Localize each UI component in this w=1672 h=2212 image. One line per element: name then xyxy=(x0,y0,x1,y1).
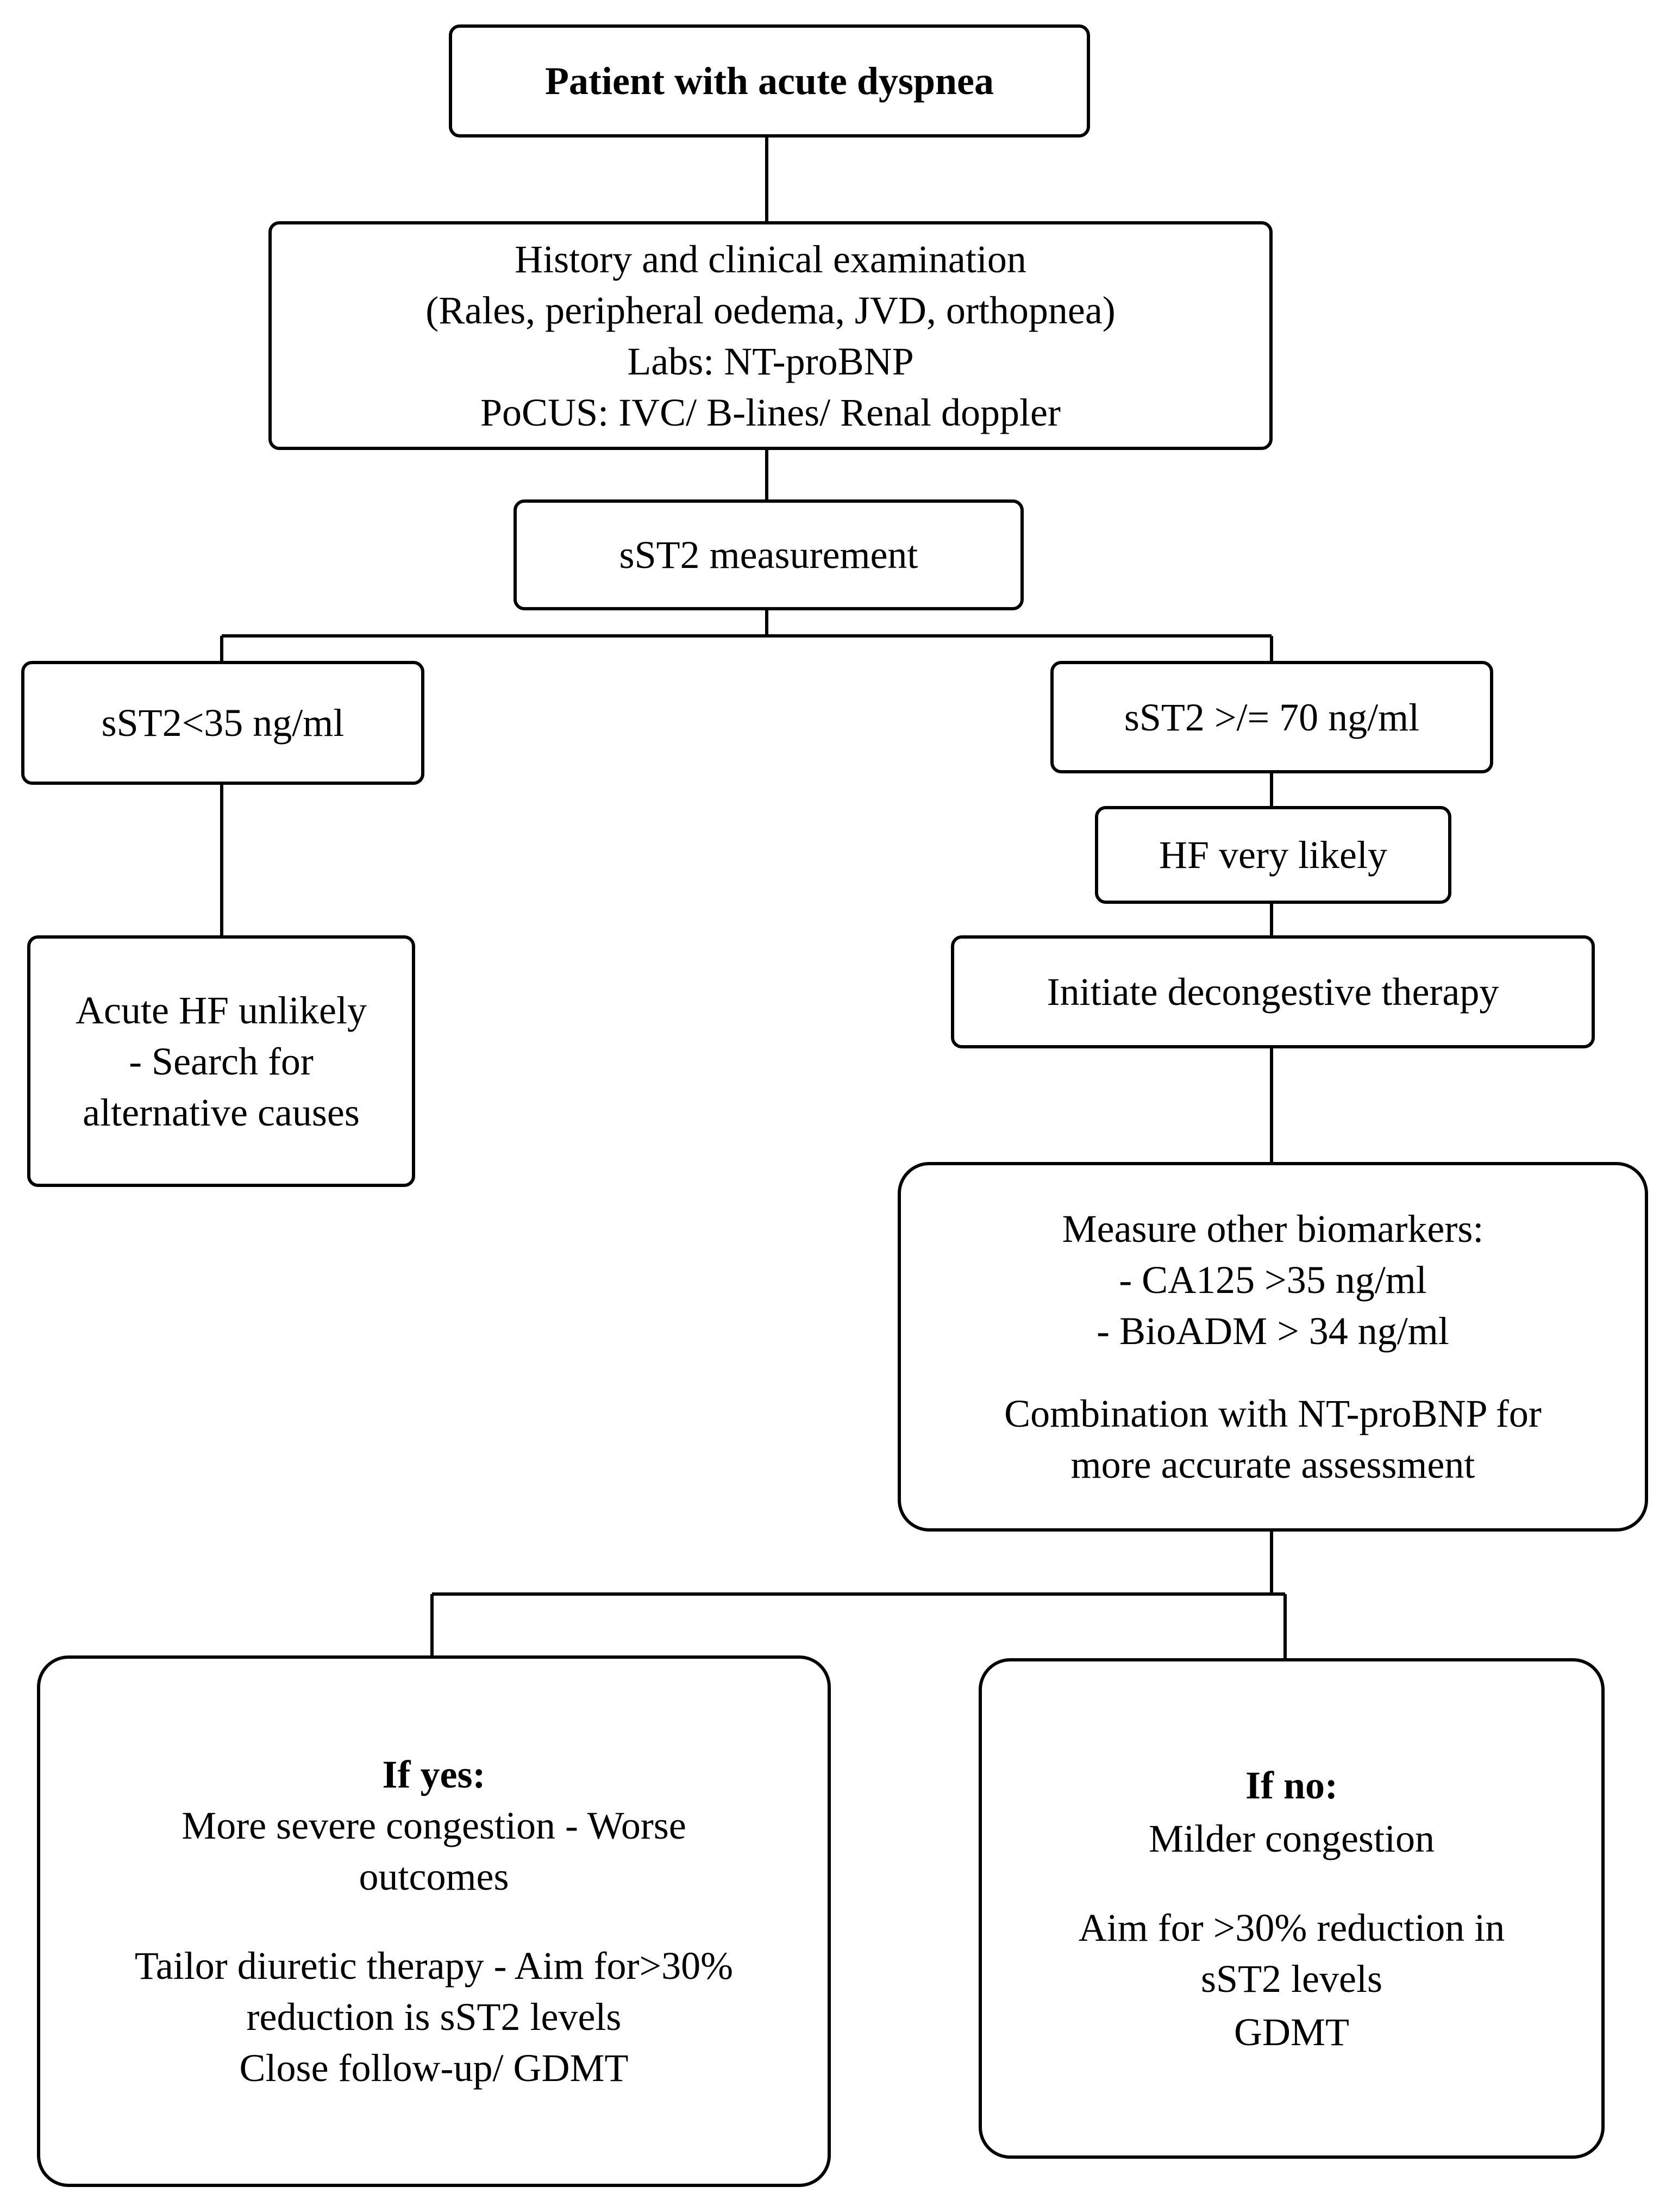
assessment-line: History and clinical examination xyxy=(515,237,1026,281)
biomarkers-note-line: more accurate assessment xyxy=(1070,1443,1475,1486)
low-outcome-line: Acute HF unlikely xyxy=(76,988,367,1032)
biomarkers-heading: Measure other biomarkers: xyxy=(1062,1207,1484,1251)
yes-line: outcomes xyxy=(359,1855,509,1898)
likelihood-label: HF very likely xyxy=(1159,833,1387,877)
sst2-measurement-node: sST2 measurement xyxy=(514,499,1024,610)
biomarker-item: - CA125 >35 ng/ml xyxy=(1119,1258,1427,1302)
no-line: Milder congestion xyxy=(1149,1816,1435,1860)
measurement-label: sST2 measurement xyxy=(619,533,918,577)
yes-line: More severe congestion - Worse xyxy=(181,1804,686,1847)
low-outcome-line: - Search for xyxy=(129,1039,314,1083)
low-outcome-line: alternative causes xyxy=(83,1090,360,1134)
assessment-line: Labs: NT-proBNP xyxy=(627,339,914,383)
hf-very-likely-node: HF very likely xyxy=(1095,806,1451,904)
clinical-assessment-node: History and clinical examination (Rales,… xyxy=(268,221,1273,450)
start-node: Patient with acute dyspnea xyxy=(449,24,1090,138)
if-no-outcome-node: If no: Milder congestion Aim for >30% re… xyxy=(979,1658,1605,2159)
no-plan-line: sST2 levels xyxy=(1201,1957,1382,2001)
no-heading: If no: xyxy=(1245,1763,1338,1807)
hf-unlikely-node: Acute HF unlikely - Search for alternati… xyxy=(27,935,415,1187)
decongestive-therapy-node: Initiate decongestive therapy xyxy=(951,935,1595,1048)
yes-plan-line: Tailor diuretic therapy - Aim for>30% xyxy=(134,1944,734,1988)
low-threshold-label: sST2<35 ng/ml xyxy=(101,701,345,745)
assessment-line: PoCUS: IVC/ B-lines/ Renal doppler xyxy=(480,390,1061,434)
yes-heading: If yes: xyxy=(382,1753,486,1796)
high-sst2-threshold-node: sST2 >/= 70 ng/ml xyxy=(1050,661,1493,773)
no-plan-line: Aim for >30% reduction in xyxy=(1078,1905,1505,1949)
low-sst2-threshold-node: sST2<35 ng/ml xyxy=(21,661,424,785)
therapy-label: Initiate decongestive therapy xyxy=(1047,970,1499,1014)
start-node-label: Patient with acute dyspnea xyxy=(545,59,994,103)
yes-plan-line: reduction is sST2 levels xyxy=(246,1995,622,2039)
no-final: GDMT xyxy=(1234,2010,1349,2054)
other-biomarkers-node: Measure other biomarkers: - CA125 >35 ng… xyxy=(898,1162,1648,1532)
yes-plan-line: Close follow-up/ GDMT xyxy=(239,2046,629,2090)
high-threshold-label: sST2 >/= 70 ng/ml xyxy=(1124,695,1420,739)
if-yes-outcome-node: If yes: More severe congestion - Worse o… xyxy=(37,1655,831,2187)
biomarkers-note-line: Combination with NT-proBNP for xyxy=(1004,1392,1542,1435)
biomarker-item: - BioADM > 34 ng/ml xyxy=(1097,1309,1449,1353)
assessment-line: (Rales, peripheral oedema, JVD, orthopne… xyxy=(425,288,1116,332)
